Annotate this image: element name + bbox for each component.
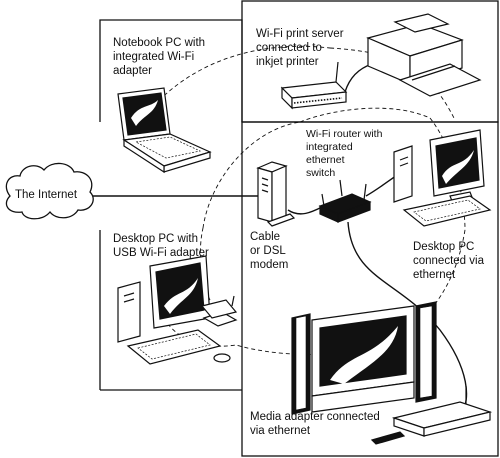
wire-modem-router xyxy=(287,206,323,215)
desktop-pc-icon xyxy=(393,129,492,227)
wireless-arc-top xyxy=(299,107,431,123)
label-desktop-eth: Desktop PC connected via ethernet xyxy=(413,241,484,281)
modem-icon xyxy=(256,161,296,227)
wireless-arc-notebook xyxy=(202,121,301,229)
panel-frames xyxy=(99,0,499,457)
laptop-icon xyxy=(117,87,212,174)
label-print-server: Wi-Fi print server connected to inkjet p… xyxy=(256,28,344,68)
tv-speakers-icon xyxy=(291,301,437,415)
print-server-icon xyxy=(280,61,348,110)
wire-printserver-printer xyxy=(344,63,373,93)
label-desktop-usb: Desktop PC with USB Wi-Fi adapter xyxy=(113,233,209,259)
label-modem: Cable or DSL modem xyxy=(250,231,289,271)
desktop-pc-icon-usb xyxy=(117,255,238,365)
label-notebook: Notebook PC with integrated Wi-Fi adapte… xyxy=(113,37,206,77)
printer-icon xyxy=(366,13,482,97)
frame-bottom-right-panel xyxy=(241,121,499,457)
label-router: Wi-Fi router with integrated ethernet sw… xyxy=(306,128,383,179)
media-adapter-icon xyxy=(370,386,493,445)
wireless-upper-right xyxy=(329,47,456,121)
label-media: Media adapter connected via ethernet xyxy=(250,411,380,437)
router-icon xyxy=(318,179,372,223)
label-internet: The Internet xyxy=(15,189,78,201)
cloud-icon xyxy=(5,162,94,220)
